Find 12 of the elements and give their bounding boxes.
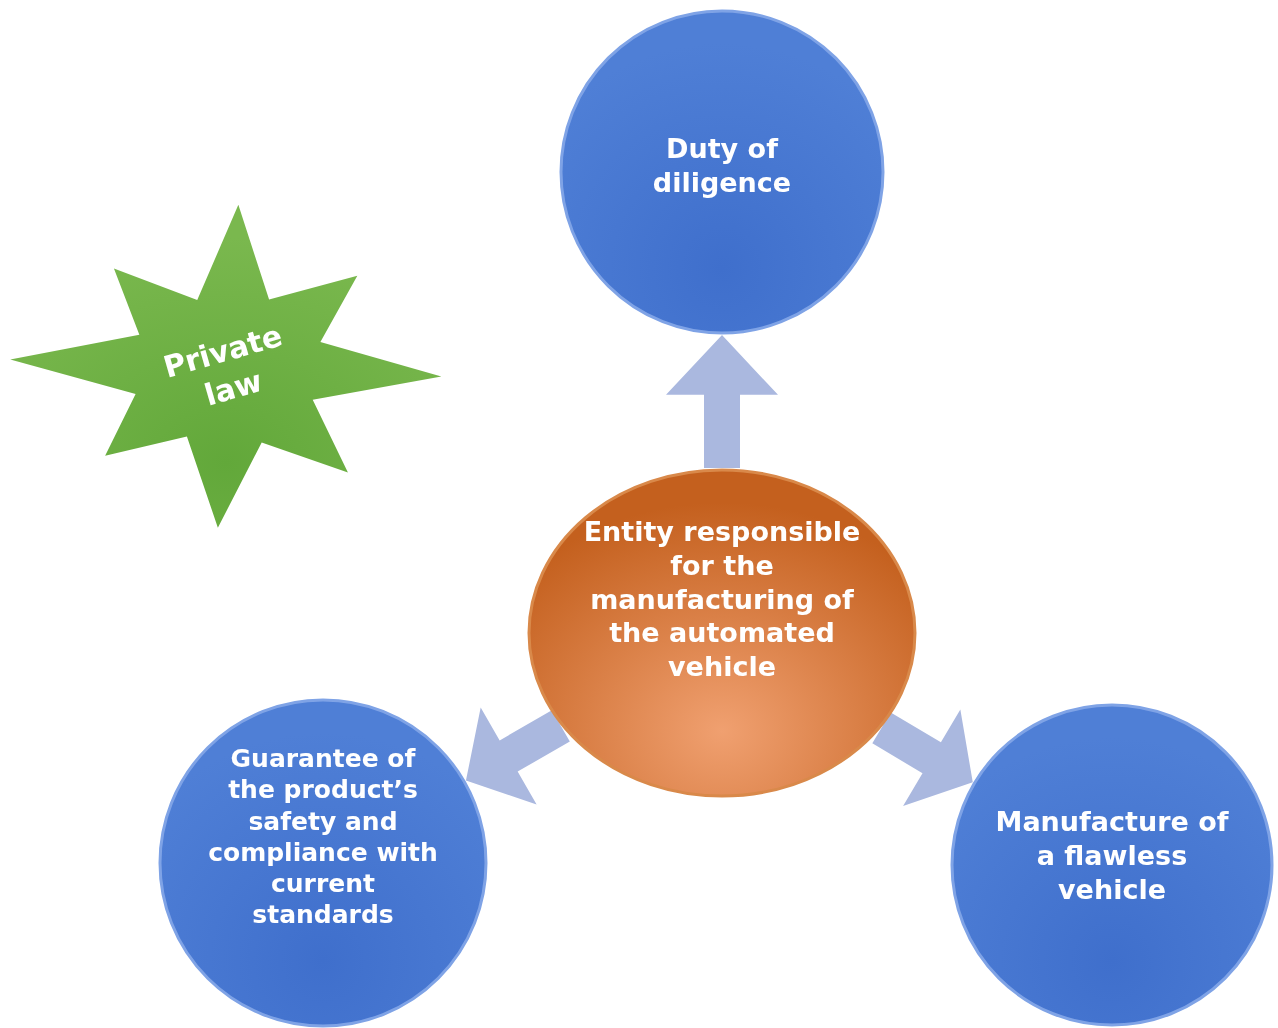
block-arrow bbox=[666, 335, 778, 468]
block-arrow bbox=[465, 707, 570, 805]
node-label: Manufacture of a flawless vehicle bbox=[994, 805, 1230, 907]
node-label: Guarantee of the product’s safety and compliance with current standards bbox=[207, 743, 439, 931]
circle-node bbox=[158, 698, 488, 1028]
circle-node bbox=[950, 703, 1274, 1027]
block-arrow bbox=[872, 709, 973, 806]
ellipse-node bbox=[527, 468, 917, 798]
circle-node bbox=[559, 9, 885, 335]
node-label: Duty of diligence bbox=[651, 132, 793, 200]
node-label: Private law bbox=[158, 316, 287, 415]
node-label: Entity responsible for the manufacturing of the automated vehicle bbox=[582, 515, 862, 684]
